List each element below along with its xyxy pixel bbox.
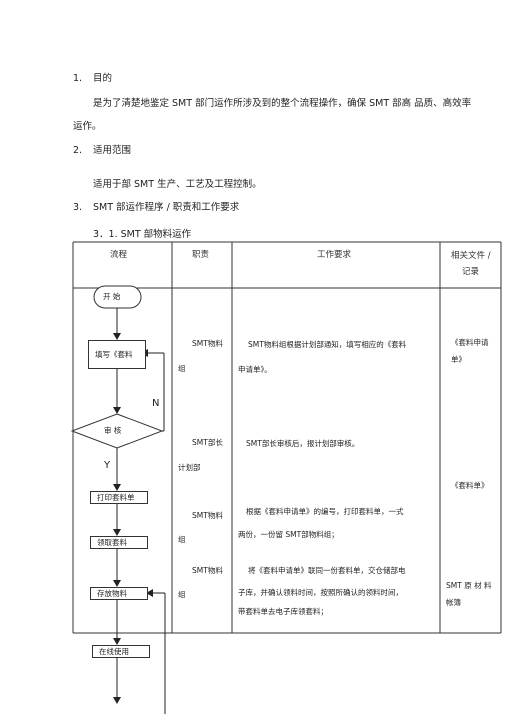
section-3-num: 3.: [73, 202, 83, 213]
header-docs-line2: 记录: [462, 267, 480, 277]
header-duty: 职责: [192, 250, 210, 260]
row3-duty-line2: 组: [178, 535, 186, 544]
row4-req-line2: 子库，并确认领料时间，按照所确认的领料时间，: [238, 588, 403, 597]
row2-duty-line2: 计划部: [178, 463, 201, 472]
section-2-num: 2.: [73, 145, 83, 156]
section-3-title: SMT 部运作程序 / 职责和工作要求: [93, 202, 240, 213]
row2-req-line1: SMT部长审核后，报计划部审核。: [246, 439, 360, 448]
flow-store-box: 存放物料: [90, 587, 148, 600]
purpose-text-line2: 运作。: [73, 121, 102, 132]
section-1-num: 1.: [73, 73, 83, 84]
row1-req-line1: SMT物料组根据计划部通知，填写相应的《套料: [248, 340, 407, 349]
section-2-title: 适用范围: [93, 145, 132, 156]
row4-doc-line2: 帐簿: [446, 598, 461, 607]
row2-doc-line1: 《套料单》: [451, 481, 489, 490]
row1-duty-line2: 组: [178, 364, 186, 373]
flow-review: 审 核: [104, 426, 122, 435]
header-flow: 流程: [110, 250, 128, 260]
flow-fill-box: 填写《套料: [88, 340, 146, 369]
row4-duty-line2: 组: [178, 590, 186, 599]
row3-req-line2: 两份，一份留 SMT部物料组；: [238, 530, 339, 539]
row1-req-line2: 申请单》。: [238, 365, 272, 374]
row4-doc-line1: SMT 原 材 料: [446, 581, 492, 590]
row4-duty-line1: SMT物料: [192, 566, 223, 575]
row1-duty-line1: SMT物料: [192, 339, 223, 348]
row1-doc-line2: 单》: [451, 355, 466, 364]
subsection-title: 3．1. SMT 部物料运作: [93, 229, 192, 240]
section-1-title: 目的: [93, 73, 113, 84]
scope-text: 适用于部 SMT 生产、工艺及工程控制。: [93, 179, 262, 190]
row4-req-line3: 带套料单去电子库领套料；: [238, 607, 328, 616]
flow-print-box: 打印套料单: [90, 491, 148, 504]
row3-duty-line1: SMT物料: [192, 511, 223, 520]
flow-use-box: 在线使用: [92, 645, 150, 658]
flow-no-label: N: [152, 398, 160, 409]
purpose-text-line1: 是为了清楚地鉴定 SMT 部门运作所涉及到的整个流程操作，确保 SMT 部高 品…: [93, 98, 472, 109]
flow-start: 开 始: [103, 292, 121, 301]
row2-duty-line1: SMT部长: [192, 438, 223, 447]
flow-collect-box: 领取套料: [90, 536, 148, 549]
row1-doc-line1: 《套料申请: [451, 338, 489, 347]
header-docs-line1: 相关文件 /: [451, 251, 491, 261]
row3-req-line1: 根据《套料申请单》的编号，打印套料单，一式: [246, 507, 404, 516]
row4-req-line1: 将《套料申请单》联同一份套料单，交仓储部电: [248, 566, 406, 575]
header-requirements: 工作要求: [317, 250, 352, 260]
flow-yes-label: Y: [104, 460, 111, 471]
